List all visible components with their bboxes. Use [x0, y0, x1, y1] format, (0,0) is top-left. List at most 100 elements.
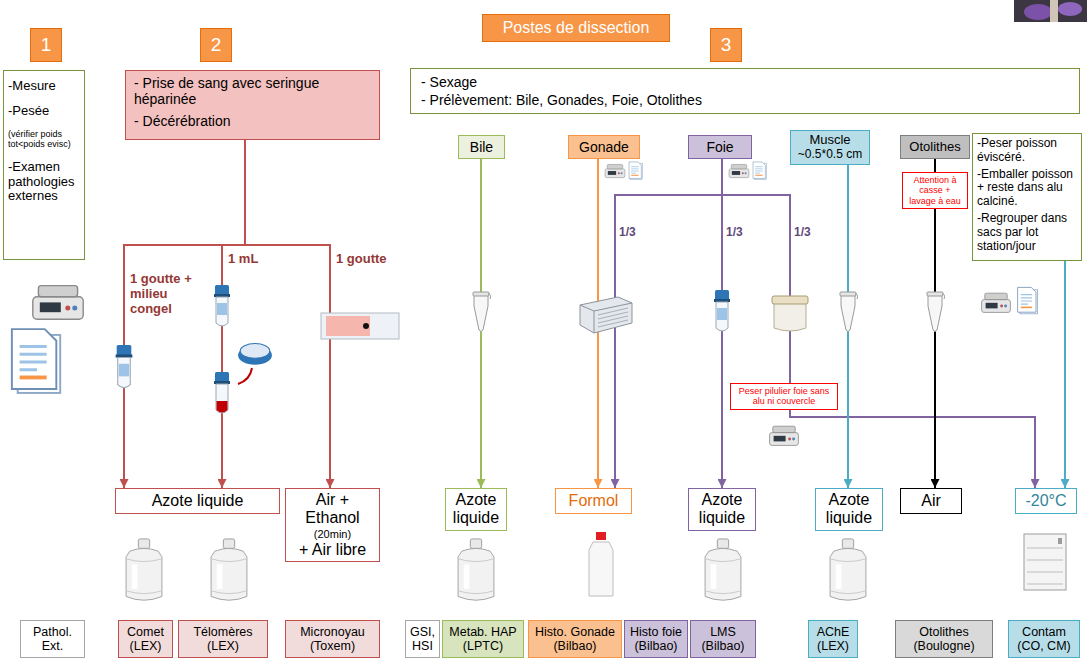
connector [124, 140, 245, 488]
analysis-box: Histo. Gonade (Bilbao) [528, 620, 622, 658]
storage-box: Air [900, 488, 962, 514]
box-text: Muscle [794, 133, 866, 148]
box-text: Azote liquide [449, 491, 503, 528]
box-text: - Décérébration [134, 113, 371, 129]
box-text: Peser pilulier foie sans alu ni couvercl… [734, 386, 834, 407]
dewar-icon [126, 539, 162, 600]
analysis-box: LMS (Bilbao) [690, 620, 756, 658]
box-text: Télomères (LEX) [182, 625, 264, 654]
dewar-icon [830, 539, 866, 600]
box-text: Comet (LEX) [122, 625, 169, 654]
analysis-box: Micronoyau (Toxem) [285, 620, 380, 658]
dewar-icon [211, 539, 247, 600]
box-text: LMS (Bilbao) [694, 625, 752, 654]
scale-icon [33, 286, 83, 320]
title-banner: Postes de dissection [482, 14, 670, 42]
step-box: -Peser poisson éviscéré. -Emballer poisso… [972, 133, 1082, 261]
edge-label: 1/3 [794, 226, 822, 240]
box-text: AChE (LEX) [812, 625, 854, 654]
box-text: Histo foie (Bilbao) [628, 625, 684, 654]
edge-label: 1 goutte + milieu congel [130, 272, 192, 317]
sample-box: Otolithes [900, 135, 970, 159]
eppendorf-icon [927, 292, 945, 332]
box-text: (20min) [289, 528, 376, 541]
box-text: Azote liquide [119, 492, 276, 510]
step-box: -Mesure -Pesée (vérifier poids tot<poids e… [3, 70, 85, 260]
box-text: -Regrouper dans sacs par lot station/jou… [977, 212, 1077, 253]
analysis-box: AChE (LEX) [808, 620, 858, 658]
analysis-box: Contam (CO, CM) [1008, 620, 1080, 658]
cryotube-icon [116, 345, 133, 388]
step-number: 2 [200, 28, 232, 62]
sample-box: Foie [688, 135, 752, 159]
cryotube-icon [214, 372, 230, 413]
edge-label: 1 goutte [336, 252, 402, 267]
analysis-box: Comet (LEX) [118, 620, 173, 658]
box-text: Pathol. Ext. [24, 625, 81, 654]
storage-box: Azote liquide [815, 488, 883, 531]
sample-box: Muscle~0.5*0.5 cm [790, 130, 870, 165]
warning-box: Attention à casse + lavage à eau [902, 172, 968, 209]
box-text: Azote liquide [819, 491, 879, 528]
centrifuge-arrow [238, 368, 252, 384]
box-text: -20°C [1019, 492, 1073, 510]
connector [934, 159, 936, 172]
step-box: - Sexage- Prélèvement: Bile, Gonades, Fo… [410, 68, 1080, 114]
analysis-box: Télomères (LEX) [178, 620, 268, 658]
connector [934, 209, 936, 488]
connector [1064, 261, 1066, 488]
box-text: Gonade [572, 139, 636, 155]
eppendorf-icon [840, 292, 858, 332]
analysis-box: Pathol. Ext. [20, 620, 85, 658]
box-text: - Prise de sang avec seringue héparinée [134, 75, 371, 107]
step-number: 3 [710, 28, 742, 62]
box-text: Contam (CO, CM) [1012, 625, 1076, 654]
box-text: Air [904, 492, 958, 510]
box-text: -Pesée [8, 104, 80, 119]
scale-icon [982, 293, 1011, 312]
document-icon [753, 162, 766, 180]
box-text: Air + Ethanol [289, 491, 376, 528]
box-text: -Mesure [8, 79, 80, 94]
box-text: -Peser poisson éviscéré. [977, 137, 1077, 165]
document-icon [629, 162, 642, 180]
connector [245, 140, 330, 488]
box-text: -Examen pathologies externes [8, 160, 80, 205]
step-number: 1 [30, 28, 62, 62]
sample-box: Gonade [568, 135, 640, 159]
sample-box: Bile [458, 135, 505, 159]
warning-box: Peser pilulier foie sans alu ni couvercl… [730, 383, 838, 410]
storage-box: Azote liquide [688, 488, 756, 531]
analysis-box: GSI, HSI [405, 620, 440, 658]
box-text: (vérifier poids tot<poids evisc) [8, 129, 80, 150]
document-icon [12, 329, 60, 393]
box-text: ~0.5*0.5 cm [794, 148, 866, 162]
box-text: Otolithes [904, 140, 966, 155]
box-text: + Air libre [289, 541, 376, 559]
edge-label: 1/3 [726, 226, 754, 240]
box-text: Histo. Gonade (Bilbao) [532, 625, 618, 654]
dewar-icon [705, 539, 741, 600]
photo-thumbnail [1014, 0, 1087, 22]
eppendorf-icon [473, 292, 491, 332]
storage-box: -20°C [1015, 488, 1077, 514]
analysis-box: Otolithes (Boulogne) [895, 620, 993, 658]
analysis-box: Metab. HAP (LPTC) [442, 620, 524, 658]
box-text: 3 [714, 34, 738, 56]
box-text: GSI, HSI [409, 625, 436, 654]
box-text: 1 [34, 34, 58, 56]
dewar-icon [458, 539, 494, 600]
box-text: - Prélèvement: Bile, Gonades, Foie, Otol… [421, 92, 1069, 108]
box-text: Metab. HAP (LPTC) [446, 625, 520, 654]
box-text: Azote liquide [692, 491, 752, 528]
box-text: -Emballer poisson + reste dans alu calci… [977, 168, 1077, 209]
analysis-box: Histo foie (Bilbao) [624, 620, 688, 658]
cryotube-icon [714, 290, 730, 331]
box-text: 2 [204, 34, 228, 56]
storage-box: Air + Ethanol(20min)+ Air libre [285, 488, 380, 562]
box-text: Micronoyau (Toxem) [289, 625, 376, 654]
cassette-icon [580, 297, 632, 333]
storage-box: Azote liquide [445, 488, 507, 531]
